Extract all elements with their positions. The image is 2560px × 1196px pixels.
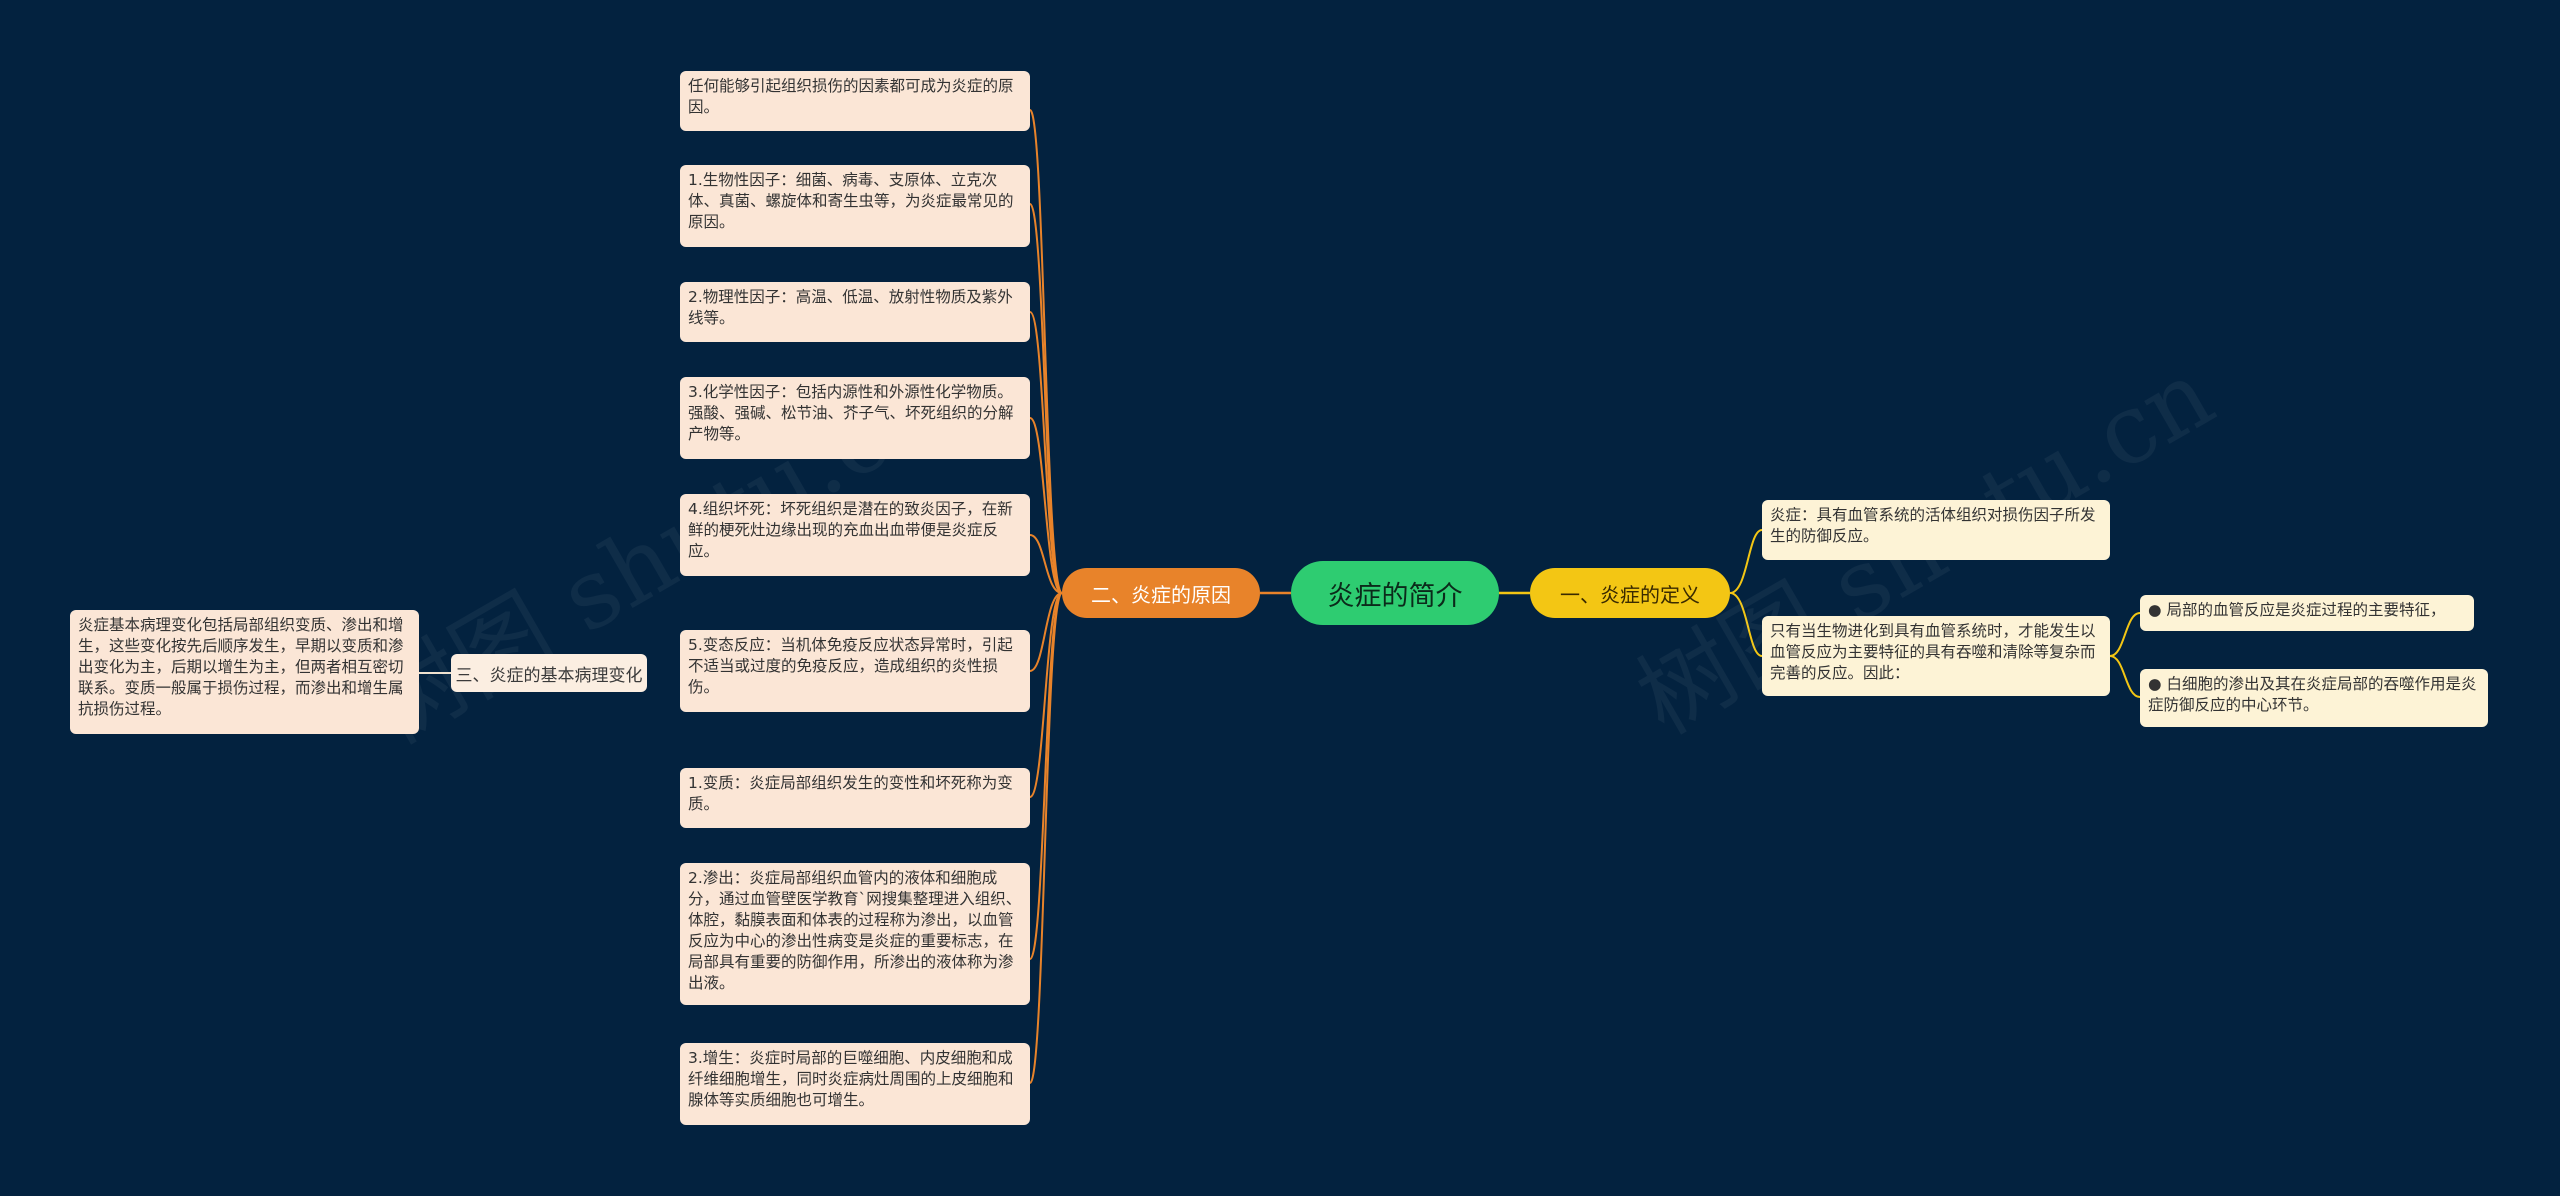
branch-definition[interactable]: 一、炎症的定义 — [1530, 568, 1730, 618]
cause-leaf[interactable]: 任何能够引起组织损伤的因素都可成为炎症的原因。 — [680, 71, 1030, 131]
definition-leaf[interactable]: 只有当生物进化到具有血管系统时，才能发生以血管反应为主要特征的具有吞噬和清除等复… — [1762, 616, 2110, 696]
definition-subleaf[interactable]: ● 局部的血管反应是炎症过程的主要特征， — [2140, 595, 2474, 631]
cause-leaf[interactable]: 4.组织坏死：坏死组织是潜在的致炎因子，在新鲜的梗死灶边缘出现的充血出血带便是炎… — [680, 494, 1030, 576]
cause-leaf[interactable]: 3.化学性因子：包括内源性和外源性化学物质。强酸、强碱、松节油、芥子气、坏死组织… — [680, 377, 1030, 459]
cause-leaf[interactable]: 1.生物性因子：细菌、病毒、支原体、立克次体、真菌、螺旋体和寄生虫等，为炎症最常… — [680, 165, 1030, 247]
definition-subleaf[interactable]: ● 白细胞的渗出及其在炎症局部的吞噬作用是炎症防御反应的中心环节。 — [2140, 669, 2488, 727]
cause-leaf[interactable]: 3.增生：炎症时局部的巨噬细胞、内皮细胞和成纤维细胞增生，同时炎症病灶周围的上皮… — [680, 1043, 1030, 1125]
cause-leaf[interactable]: 2.渗出：炎症局部组织血管内的液体和细胞成分，通过血管壁医学教育`网搜集整理进入… — [680, 863, 1030, 1005]
cause-leaf[interactable]: 2.物理性因子：高温、低温、放射性物质及紫外线等。 — [680, 282, 1030, 342]
branch-causes[interactable]: 二、炎症的原因 — [1062, 568, 1260, 618]
central-topic[interactable]: 炎症的简介 — [1291, 561, 1499, 625]
cause-leaf[interactable]: 1.变质：炎症局部组织发生的变性和坏死称为变质。 — [680, 768, 1030, 828]
branch-pathology-changes[interactable]: 三、炎症的基本病理变化 — [451, 654, 647, 692]
definition-leaf[interactable]: 炎症：具有血管系统的活体组织对损伤因子所发生的防御反应。 — [1762, 500, 2110, 560]
cause-leaf[interactable]: 5.变态反应：当机体免疫反应状态异常时，引起不适当或过度的免疫反应，造成组织的炎… — [680, 630, 1030, 712]
pathology-change-leaf[interactable]: 炎症基本病理变化包括局部组织变质、渗出和增生，这些变化按先后顺序发生，早期以变质… — [70, 610, 419, 734]
